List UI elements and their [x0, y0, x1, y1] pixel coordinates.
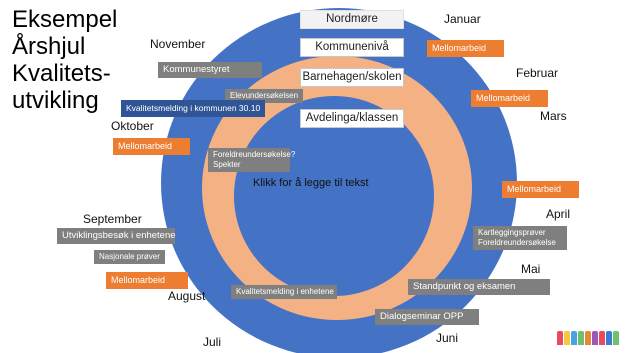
mellomarbeid-oktober: Mellomarbeid	[113, 138, 190, 155]
month-april: April	[546, 207, 571, 221]
title-line-1: Eksempel	[12, 6, 118, 33]
month-juli: Juli	[203, 335, 222, 349]
event-kvalitetsmelding-enhetene: Kvalitetsmelding i enhetene	[231, 285, 337, 299]
event-foreldreundersokelse-line2: Spekter	[213, 160, 241, 169]
wheel-title: Eksempel Årshjul Kvalitets- utvikling	[12, 6, 117, 114]
mellomarbeid-januar: Mellomarbeid	[427, 40, 504, 57]
event-utviklingsbesok: Utviklingsbesøk i enhetene	[57, 228, 176, 244]
month-januar: Januar	[444, 12, 481, 26]
title-line-2: Årshjul	[12, 33, 86, 60]
event-foreldreundersokelse: Foreldreundersøkelse? Spekter	[208, 148, 296, 172]
level-kommune: Kommunenivå	[300, 38, 404, 57]
mellomarbeid-august: Mellomarbeid	[106, 272, 188, 289]
month-november: November	[150, 37, 206, 51]
month-september: September	[83, 212, 142, 226]
month-oktober: Oktober	[111, 119, 154, 133]
event-kvalitetsmelding-kommunen: Kvalitetsmelding i kommunen 30.10	[121, 100, 266, 117]
title-line-3: Kvalitets-	[12, 60, 111, 87]
center-placeholder[interactable]: Klikk for å legge til tekst	[253, 177, 369, 189]
event-foreldreundersokelse-line1: Foreldreundersøkelse?	[213, 150, 296, 159]
month-juni: Juni	[436, 331, 459, 345]
month-august: August	[168, 289, 206, 303]
event-kommunestyret: Kommunestyret	[158, 62, 262, 78]
level-barnehage-skolen: Barnehagen/skolen	[300, 68, 404, 87]
inner-disc	[234, 96, 434, 296]
people-illustration	[557, 331, 620, 350]
event-kartleggingsprover-line2: Foreldreundersøkelse	[478, 238, 556, 247]
level-nordmore: Nordmøre	[300, 10, 404, 29]
mellomarbeid-februar: Mellomarbeid	[471, 90, 548, 107]
month-mai: Mai	[521, 262, 541, 276]
title-line-4: utvikling	[12, 87, 99, 114]
event-elevundersokelsen: Elevundersøkelsen	[225, 89, 304, 103]
month-februar: Februar	[516, 66, 559, 80]
event-nasjonale-prover: Nasjonale prøver	[94, 250, 165, 264]
event-standpunkt-eksamen: Standpunkt og eksamen	[408, 279, 550, 295]
event-kartleggingsprover: Kartleggingsprøver Foreldreundersøkelse	[473, 226, 567, 250]
month-mars: Mars	[540, 109, 567, 123]
level-avdeling-klassen: Avdelinga/klassen	[300, 109, 404, 128]
mellomarbeid-april: Mellomarbeid	[502, 181, 579, 198]
event-dialogseminar: Dialogseminar OPP	[375, 309, 479, 325]
event-kartleggingsprover-line1: Kartleggingsprøver	[478, 228, 546, 237]
